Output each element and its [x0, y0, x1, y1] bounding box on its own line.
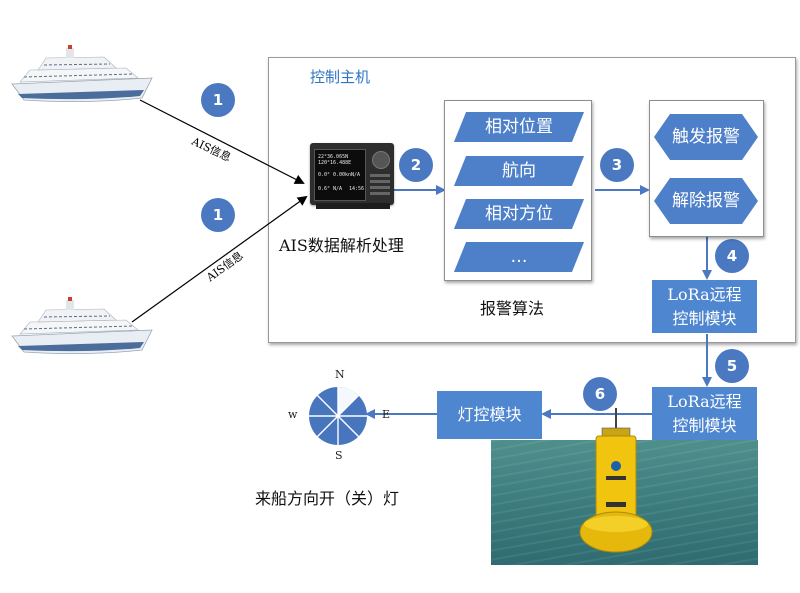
device-keypad — [370, 173, 390, 195]
compass-north-label: N — [335, 368, 345, 381]
step-badge-5: 5 — [715, 349, 749, 383]
arrow-ship1-to-device — [139, 99, 305, 184]
lora-buoy-line2: 控制模块 — [672, 416, 737, 435]
lora-buoy-line1: LoRa远程 — [667, 392, 742, 411]
alarm-clear-label: 解除报警 — [672, 191, 740, 211]
step-badge-1a: 1 — [201, 83, 235, 117]
algo-item-relative-position: 相对位置 — [485, 117, 553, 137]
screen-line: 14:56 — [349, 186, 365, 192]
screen-line: 0.00kn — [333, 172, 352, 178]
algorithm-caption: 报警算法 — [480, 299, 545, 318]
algo-item-heading: 航向 — [502, 161, 536, 181]
ais-device-screen: 22°36.065N 120°16.488E 0.0° 0.00kn N/A 0… — [314, 149, 366, 201]
cruise-ship-bottom — [11, 297, 153, 354]
alarm-diamond-trigger — [654, 114, 758, 160]
step-badge-6: 6 — [583, 377, 617, 411]
algo-item-relative-bearing: 相对方位 — [485, 204, 553, 224]
lora-host-line2: 控制模块 — [672, 309, 737, 328]
ais-receiver-device: 22°36.065N 120°16.488E 0.0° 0.00kn N/A 0… — [310, 143, 394, 205]
compass-west-label: w — [288, 408, 298, 421]
lora-host-line1: LoRa远程 — [667, 285, 742, 304]
buoy-icon — [579, 408, 653, 553]
ais-device-base — [316, 203, 390, 209]
compass-caption: 来船方向开（关）灯 — [255, 489, 400, 508]
screen-line: 22°36.065N — [318, 154, 349, 160]
screen-line: 0.0° — [318, 172, 331, 178]
screen-line: N/A — [351, 172, 361, 178]
lora-module-host: LoRa远程 控制模块 — [652, 280, 757, 333]
step-badge-1b: 1 — [201, 198, 235, 232]
lora-module-buoy: LoRa远程 控制模块 — [652, 387, 757, 442]
step-badge-4: 4 — [715, 239, 749, 273]
alarm-trigger-label: 触发报警 — [672, 127, 740, 147]
step-badge-3: 3 — [600, 148, 634, 182]
device-dial-knob — [372, 151, 390, 169]
screen-line: 120°16.488E — [318, 160, 352, 166]
light-control-module: 灯控模块 — [437, 391, 542, 439]
device-caption: AIS数据解析处理 — [279, 236, 404, 255]
algo-item-ellipsis: … — [510, 247, 528, 267]
compass-south-label: S — [335, 449, 343, 462]
compass-icon — [309, 387, 367, 445]
screen-line: 0.6° — [318, 186, 331, 192]
screen-line: N/A — [333, 186, 343, 192]
arrow-ship2-to-device — [131, 195, 308, 323]
cruise-ship-top — [11, 45, 153, 102]
alarm-diamond-clear — [654, 178, 758, 224]
control-host-title: 控制主机 — [310, 68, 371, 86]
compass-east-label: E — [382, 408, 391, 421]
step-badge-2: 2 — [399, 148, 433, 182]
